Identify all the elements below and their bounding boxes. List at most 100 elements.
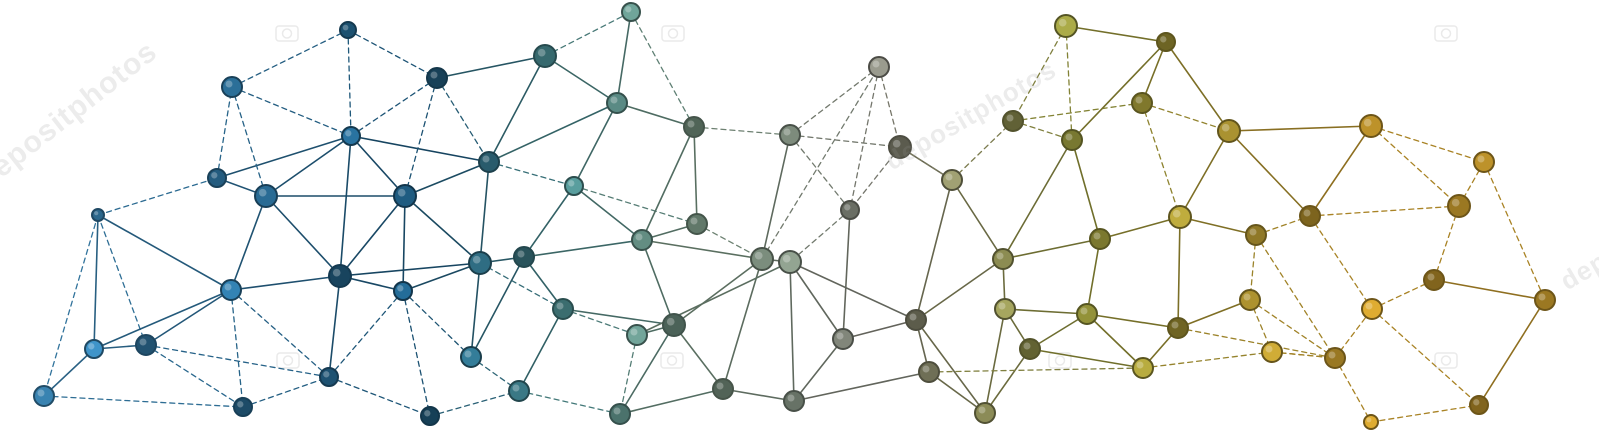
network-edge [339,195,406,277]
network-node [1473,151,1495,173]
network-node [1534,289,1556,311]
node-highlight [1135,96,1143,104]
node-highlight [430,71,438,79]
network-node [207,168,227,188]
network-edge [1478,299,1546,406]
network-edge [339,262,481,277]
node-highlight [1171,321,1179,329]
node-highlight [630,328,638,336]
network-edge [1029,313,1088,350]
network-edge [1370,125,1460,207]
network-node [1156,32,1176,52]
node-highlight [998,302,1006,310]
camera-icon [1434,352,1458,369]
network-edge [404,195,481,264]
network-edge [1309,205,1460,217]
network-edge [523,239,643,258]
network-node [84,339,104,359]
node-highlight [687,120,695,128]
node-highlight [690,217,698,225]
network-edge [402,290,472,358]
node-highlight [517,250,525,258]
network-edge [1086,313,1179,329]
node-highlight [1538,293,1546,301]
node-highlight [1249,228,1257,236]
network-edge [231,29,349,88]
node-highlight [482,155,490,163]
network-edge [722,388,795,402]
network-node [778,250,802,274]
network-edge [43,348,95,397]
network-edge [619,334,638,415]
network-node [1131,92,1153,114]
node-highlight [666,317,675,326]
network-node [712,378,734,400]
network-edge [43,214,99,397]
network-edge [488,55,546,163]
node-highlight [397,188,406,197]
network-node [941,169,963,191]
network-edge [1177,216,1181,329]
network-edge [93,289,232,350]
network-edge [242,376,330,408]
network-edge [1165,41,1230,132]
network-node [840,200,860,220]
network-edge [693,126,698,225]
node-highlight [332,268,341,277]
network-node [1324,347,1346,369]
network-edge [350,77,438,137]
network-edge [230,289,330,378]
network-edge [518,390,621,415]
camera-icon [1048,352,1072,369]
network-node [478,151,500,173]
network-edge [616,102,695,128]
network-node [1167,317,1189,339]
node-highlight [88,343,95,350]
network-edge [1370,404,1480,423]
network-node [460,346,482,368]
network-node [254,184,278,208]
network-edge [488,161,575,187]
network-node [1245,224,1267,246]
camera-icon [276,352,300,369]
network-node [420,406,440,426]
node-highlight [1023,342,1031,350]
node-highlight [1093,232,1101,240]
node-highlight [424,410,431,417]
node-highlight [323,371,330,378]
network-edge [915,258,1004,321]
network-edge [641,239,675,326]
network-node [779,124,801,146]
network-edge [265,135,352,197]
network-edge [928,371,986,414]
network-edge [402,262,481,292]
network-edge [145,289,232,346]
network-edge [265,195,341,277]
network-edge [1228,130,1311,217]
network-edge [789,261,795,402]
network-node [319,367,339,387]
network-node [1423,269,1445,291]
node-highlight [922,365,930,373]
network-edge [347,29,438,79]
network-edge [93,214,99,350]
network-edge [951,179,1004,260]
network-node [994,298,1016,320]
network-nodes [33,2,1556,430]
node-highlight [754,251,763,260]
network-node [1054,14,1078,38]
network-edge [1177,327,1336,359]
network-node [564,176,584,196]
network-edge [429,390,520,417]
network-node [1076,303,1098,325]
network-edge [1309,215,1373,310]
network-edge [573,185,643,241]
camera-icon [660,352,684,369]
network-edge [1433,205,1460,281]
network-edge [339,135,352,277]
network-edge [470,256,525,358]
network-edge [915,179,953,321]
network-edge [230,275,341,291]
network-edge [630,11,695,128]
network-edge [518,308,564,392]
